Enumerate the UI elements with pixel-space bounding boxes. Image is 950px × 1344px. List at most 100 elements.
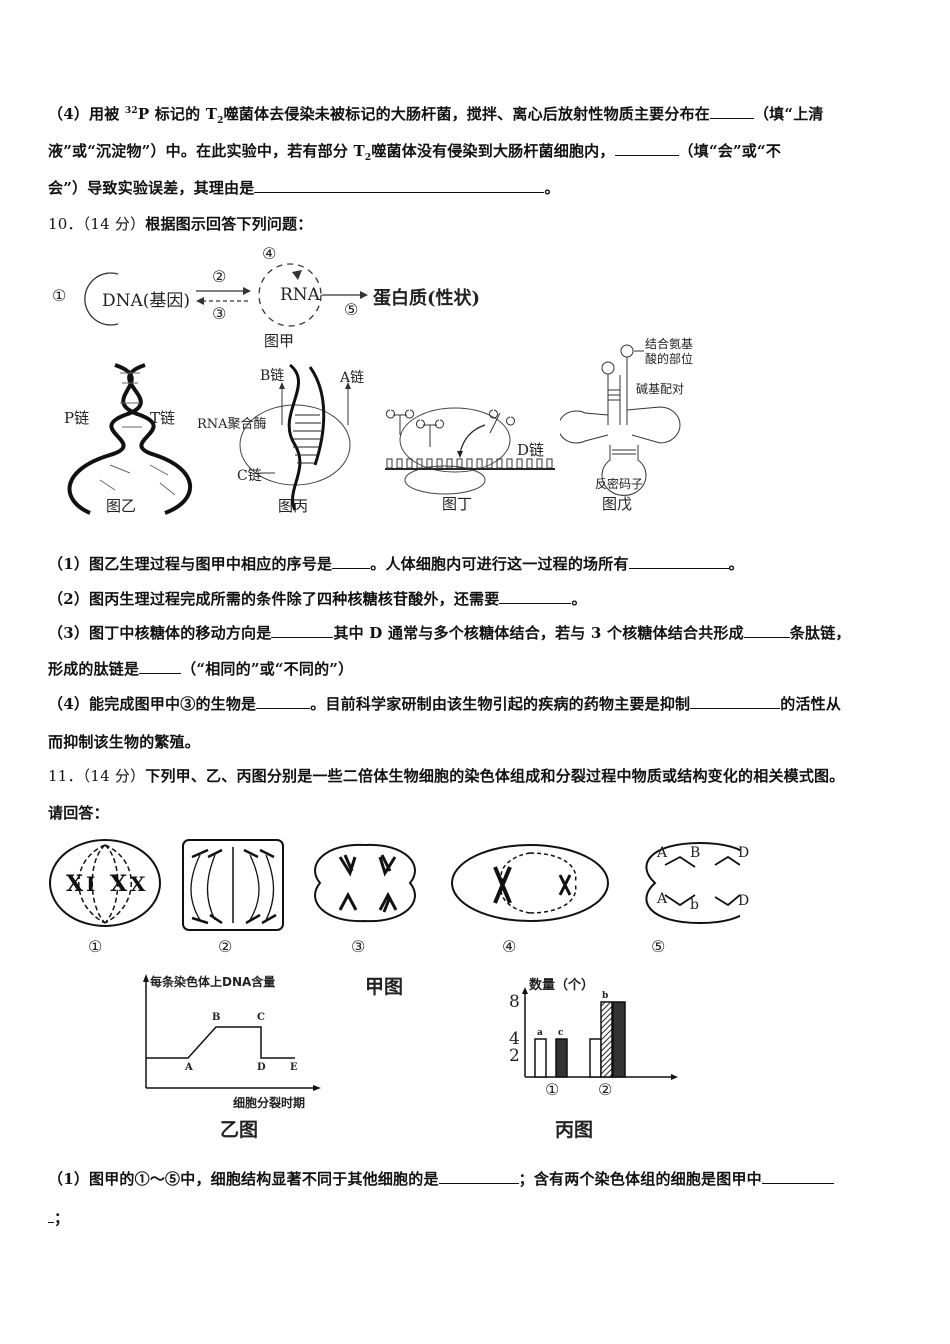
rna-label: RNA: [280, 285, 320, 305]
text: （3）图丁中核糖体的移动方向是: [48, 624, 272, 642]
q9-part4-line3: 会”）导致实验误差，其理由是。: [48, 177, 560, 198]
text: 噬菌体没有侵染到大肠杆菌细胞内，: [371, 142, 615, 160]
question-prompt: 请回答：: [48, 804, 109, 822]
answer-blank[interactable]: [761, 1169, 834, 1184]
answer-blank[interactable]: [139, 659, 182, 674]
q10-heading: 10．（14 分）根据图示回答下列问题：: [48, 213, 312, 234]
q11-sub1-cont: ；: [48, 1207, 69, 1228]
point-B-label: B: [212, 1012, 221, 1023]
bar-label-a: a: [537, 1028, 543, 1038]
gene-label-A: A: [657, 845, 668, 861]
text: （4）用被: [48, 105, 125, 123]
answer-blank[interactable]: [690, 694, 781, 709]
answer-blank[interactable]: [256, 694, 311, 709]
text: （“相同的”或“不同的”）: [181, 660, 354, 678]
cell-2-drawing: [182, 839, 284, 931]
answer-blank[interactable]: [48, 1208, 54, 1223]
point-C-label: C: [257, 1012, 265, 1023]
point-E-label: E: [290, 1062, 298, 1073]
figure-yi-dna-replication: P链 T链 图乙: [40, 355, 210, 520]
gene-label-D2: D: [738, 893, 750, 909]
bar-label-b: b: [602, 991, 609, 1001]
q11-heading: 11．（14 分）下列甲、乙、丙图分别是一些二倍体生物细胞的染色体组成和分裂过程…: [48, 765, 844, 786]
q10-sub4-cont: 而抑制该生物的繁殖。: [48, 731, 200, 752]
q11-heading-cont: 请回答：: [48, 802, 109, 823]
rna-polymerase-label: RNA聚合酶: [197, 417, 267, 432]
a-chain-label: A链: [340, 370, 365, 386]
answer-blank[interactable]: [628, 554, 729, 569]
y-axis-label: 每条染色体上DNA含量: [150, 975, 276, 989]
figure-caption: 图甲: [264, 332, 295, 350]
svg-text:I: I: [86, 872, 95, 896]
count-bar-chart: [522, 987, 678, 1080]
b-chain-label: B链: [260, 368, 285, 384]
text: 。人体细胞内可进行这一过程的场所有: [370, 555, 629, 573]
text: 条肽链，: [789, 624, 851, 642]
svg-text:X: X: [66, 871, 84, 897]
group-label-2: ②: [598, 1080, 613, 1099]
x-axis-label: 细胞分裂时期: [233, 1096, 306, 1110]
figure-caption: 图丁: [442, 495, 473, 513]
mark-3: ③: [212, 304, 227, 323]
cell-4-drawing: [451, 844, 609, 922]
text: ；含有两个染色体组的细胞是图甲中: [518, 1170, 762, 1188]
text: 。: [571, 590, 587, 608]
mark-4: ④: [262, 244, 277, 263]
trna-cloverleaf-drawing: [557, 344, 681, 496]
central-dogma-arrows: [84, 263, 368, 327]
question-number: 11．（14 分）: [48, 767, 146, 785]
answer-blank[interactable]: [743, 623, 790, 638]
text: 噬菌体去侵染未被标记的大肠杆菌，搅拌、离心后放射性物质主要分布在: [223, 105, 710, 123]
figure-caption: 图乙: [106, 497, 137, 515]
text: 的活性从: [780, 695, 842, 713]
text: （2）图丙生理过程完成所需的条件除了四种核糖核苷酸外，还需要: [48, 590, 500, 608]
q10-sub3-cont: 形成的肽链是 （“相同的”或“不同的”）: [48, 658, 353, 679]
text: （填“上清: [753, 105, 824, 123]
answer-blank[interactable]: [438, 1169, 519, 1184]
mark-1: ①: [52, 286, 67, 305]
superscript: 32: [124, 106, 138, 116]
answer-blank[interactable]: [614, 141, 679, 156]
y-tick-2: 2: [509, 1046, 520, 1066]
p-chain-label: P链: [64, 409, 90, 427]
answer-blank[interactable]: [709, 104, 754, 119]
cell-label-2: ②: [218, 937, 233, 956]
q9-part4-line1: （4）用被 32P 标记的 T2噬菌体去侵染未被标记的大肠杆菌，搅拌、离心后放射…: [48, 103, 824, 126]
mark-2: ②: [212, 267, 227, 286]
figure-caption-jia: 甲图: [365, 976, 404, 998]
figure-jia-central-dogma: ① DNA(基因) ② ③ ④ RNA ⑤ 蛋白质(性状) 图甲: [40, 240, 500, 350]
figure-bing-bar-chart: 数量（个） 8 4 2 a c b ① ② 丙图: [495, 970, 695, 1145]
y-axis-label: 数量（个）: [529, 978, 595, 993]
answer-blank[interactable]: [499, 589, 572, 604]
text: 。: [544, 179, 560, 197]
subscript: 2: [364, 153, 372, 163]
figure-wu-trna: 结合氨基 酸的部位 碱基配对 反密码子 图戊: [557, 335, 725, 520]
text: 。目前科学家研制由该生物引起的疾病的药物主要是抑制: [310, 695, 691, 713]
text: （1）图甲的①～⑤中，细胞结构显著不同于其他细胞的是: [48, 1170, 439, 1188]
figure-caption: 图戊: [602, 495, 633, 513]
cell-label-5: ⑤: [651, 937, 666, 956]
text: （4）能完成图甲中③的生物是: [48, 695, 257, 713]
gene-label-A2: A: [657, 891, 668, 907]
text: ；: [54, 1209, 70, 1227]
figure-caption: 丙图: [555, 1119, 594, 1141]
figure-jia-cells: X I X X A B D A b: [40, 835, 755, 965]
point-A-label: A: [185, 1062, 193, 1073]
text: 形成的肽链是: [48, 660, 140, 678]
y-tick-4: 4: [509, 1029, 520, 1049]
q10-sub4: （4）能完成图甲中③的生物是 。目前科学家研制由该生物引起的疾病的药物主要是抑制 的…: [48, 693, 841, 714]
figure-yi-dna-content-chart: 每条染色体上DNA含量 A B C D E 细胞分裂时期 乙图: [130, 970, 430, 1145]
q10-sub3: （3）图丁中核糖体的移动方向是其中 D 通常与多个核糖体结合，若与 3 个核糖体…: [48, 622, 851, 643]
answer-blank[interactable]: [254, 178, 545, 193]
subscript: 2: [217, 116, 224, 126]
t-chain-label: T链: [150, 409, 176, 427]
q11-sub1: （1）图甲的①～⑤中，细胞结构显著不同于其他细胞的是 ；含有两个染色体组的细胞是图…: [48, 1168, 834, 1189]
question-prompt: 根据图示回答下列问题：: [145, 215, 313, 233]
text: 而抑制该生物的繁殖。: [48, 733, 201, 751]
gene-label-B: B: [690, 845, 701, 861]
text: 。: [728, 555, 744, 573]
cell-division-drawings: X I X X: [49, 839, 755, 931]
answer-blank[interactable]: [271, 623, 334, 638]
figure-caption: 乙图: [220, 1119, 259, 1141]
answer-blank[interactable]: [332, 554, 371, 569]
